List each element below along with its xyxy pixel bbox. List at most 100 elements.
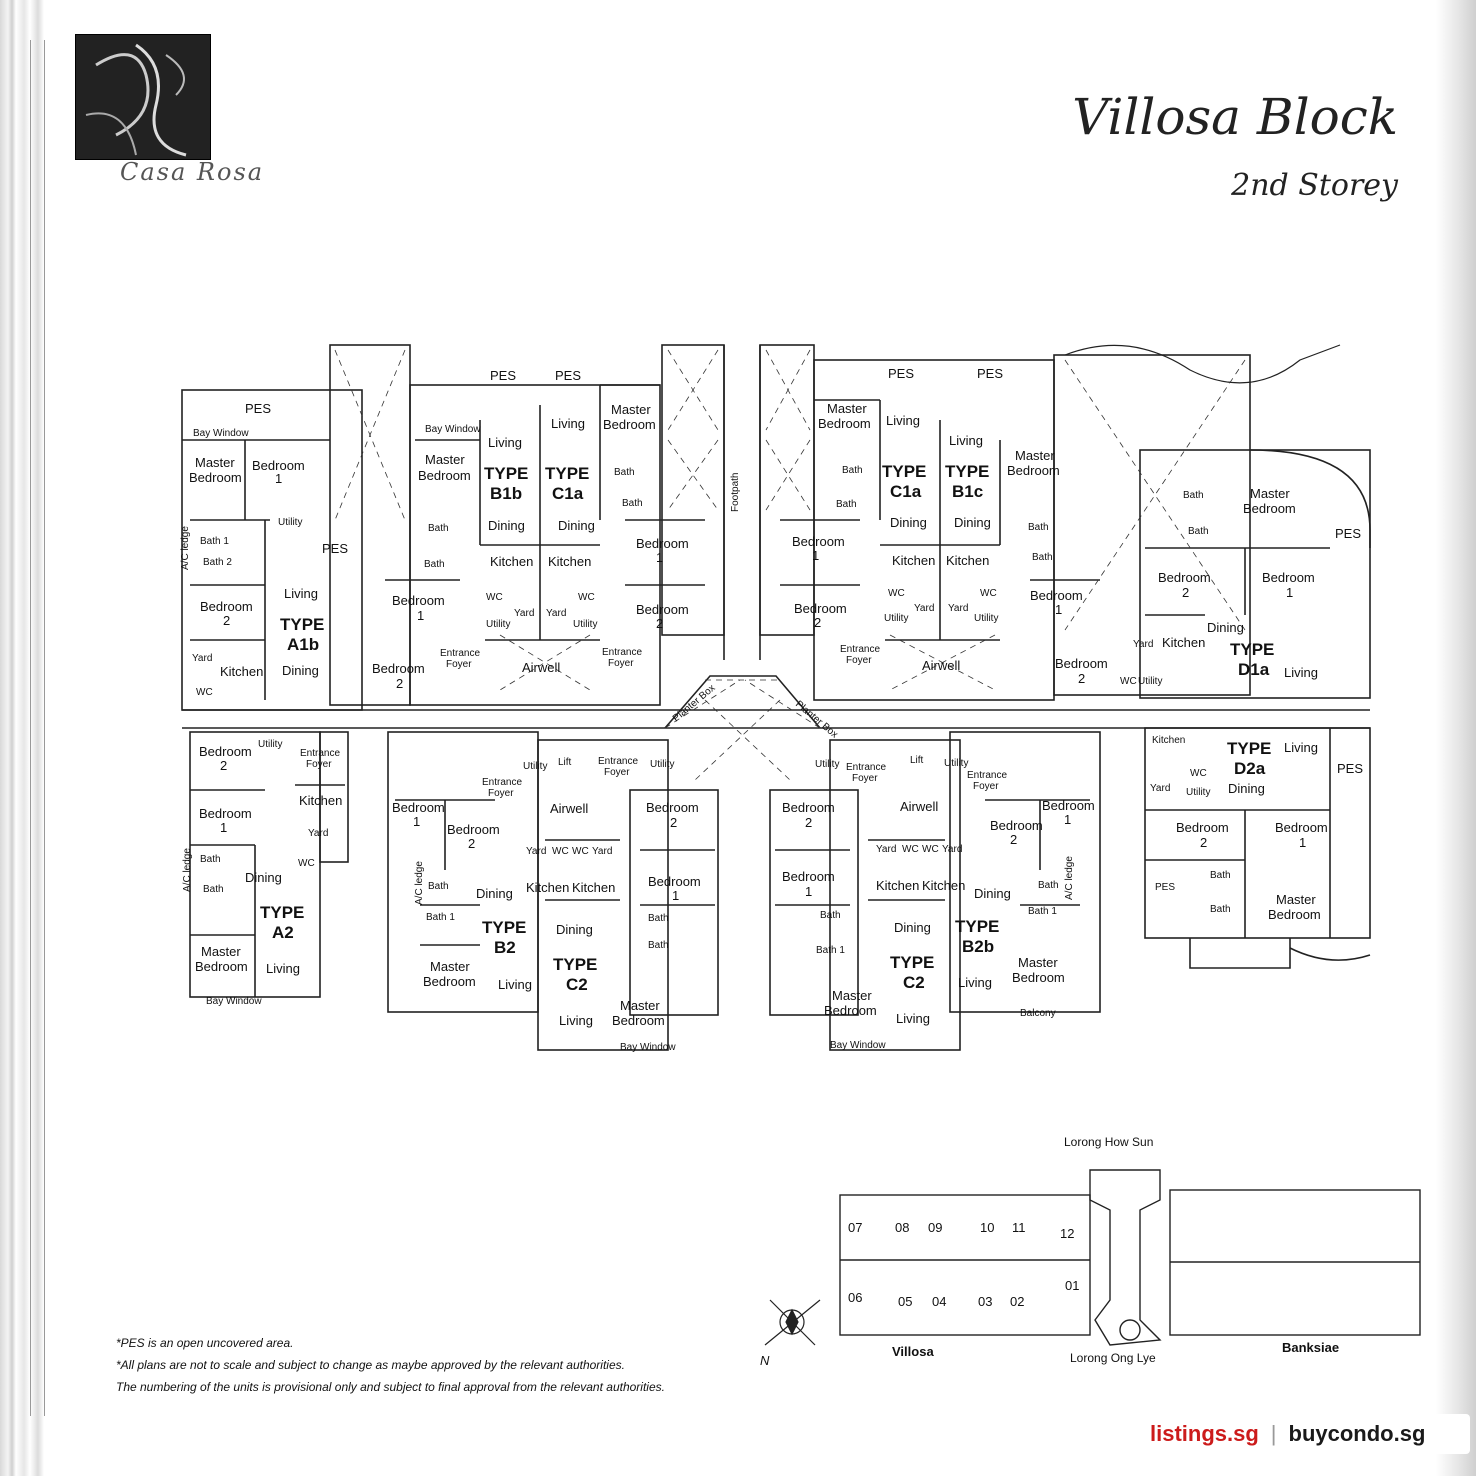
entrance-label: Entrance bbox=[300, 748, 340, 759]
wc-label: WC bbox=[298, 858, 315, 869]
road-bottom-label: Lorong Ong Lye bbox=[1070, 1351, 1156, 1365]
pes-label: PES bbox=[555, 368, 581, 383]
dining-label: Dining bbox=[476, 886, 513, 901]
utility-label: Utility bbox=[884, 613, 908, 624]
number-label: 2 bbox=[1078, 671, 1085, 686]
bedroom-label: Bedroom bbox=[199, 806, 252, 821]
bedroom-label: Bedroom bbox=[195, 959, 248, 974]
number-label: 2 bbox=[220, 758, 227, 773]
type-label: TYPE bbox=[945, 462, 989, 481]
number-label: 2 bbox=[1200, 835, 1207, 850]
wc-label: WC bbox=[552, 846, 569, 857]
bedroom-label: Bedroom bbox=[1007, 463, 1060, 478]
bay-window-label: Bay Window bbox=[620, 1042, 676, 1053]
ac-ledge-label: A/C ledge bbox=[1064, 856, 1075, 900]
site-link-listings[interactable]: listings.sg bbox=[1150, 1421, 1259, 1446]
entrance-label: Entrance bbox=[840, 644, 880, 655]
yard-label: Yard bbox=[914, 603, 934, 614]
dining-label: Dining bbox=[282, 663, 319, 678]
note-line: *All plans are not to scale and subject … bbox=[116, 1358, 625, 1372]
number-label: 2 bbox=[468, 836, 475, 851]
utility-label: Utility bbox=[523, 761, 547, 772]
yard-label: Yard bbox=[1133, 639, 1153, 650]
bath-label: Bath bbox=[1032, 552, 1053, 563]
type-label: TYPE bbox=[484, 464, 528, 483]
number-label: 1 bbox=[275, 471, 282, 486]
kitchen-label: Kitchen bbox=[299, 793, 342, 808]
foyer-label: Foyer bbox=[608, 658, 634, 669]
foyer-label: Foyer bbox=[846, 655, 872, 666]
dining-label: Dining bbox=[245, 870, 282, 885]
block-banksiae-label: Banksiae bbox=[1282, 1340, 1339, 1355]
number-label: 1 bbox=[1064, 812, 1071, 827]
airwell-label: Airwell bbox=[900, 799, 938, 814]
entrance-label: Entrance bbox=[602, 647, 642, 658]
footer-separator: | bbox=[1270, 1421, 1277, 1446]
bath-label: Bath bbox=[614, 467, 635, 478]
master-label: Master bbox=[430, 959, 470, 974]
utility-label: Utility bbox=[486, 619, 510, 630]
master-label: Master bbox=[1250, 486, 1290, 501]
site-link-buycondo[interactable]: buycondo.sg bbox=[1288, 1421, 1426, 1446]
type-code: B1c bbox=[952, 482, 983, 501]
dining-label: Dining bbox=[556, 922, 593, 937]
airwell-label: Airwell bbox=[522, 660, 560, 675]
master-label: Master bbox=[425, 452, 465, 467]
type-code: B2b bbox=[962, 937, 994, 956]
bath-label: Bath bbox=[428, 881, 449, 892]
type-code: B2 bbox=[494, 938, 516, 957]
number-label: 2 bbox=[656, 616, 663, 631]
bedroom-label: Bedroom bbox=[1268, 907, 1321, 922]
bay-window-label: Bay Window bbox=[193, 428, 249, 439]
yard-label: Yard bbox=[192, 653, 212, 664]
casa-rosa-logo bbox=[75, 34, 211, 160]
bath-label: Bath bbox=[1188, 526, 1209, 537]
bedroom-label: Bedroom bbox=[612, 1013, 665, 1028]
living-label: Living bbox=[498, 977, 532, 992]
utility-label: Utility bbox=[573, 619, 597, 630]
unit-number: 04 bbox=[932, 1294, 946, 1309]
dining-label: Dining bbox=[558, 518, 595, 533]
planter-box-label: Planter Box bbox=[671, 683, 718, 725]
entrance-label: Entrance bbox=[967, 770, 1007, 781]
watermark-footer: listings.sg | buycondo.sg bbox=[1140, 1414, 1470, 1454]
utility-label: Utility bbox=[1138, 676, 1162, 687]
bedroom-label: Bedroom bbox=[199, 744, 252, 759]
bedroom-label: Bedroom bbox=[782, 800, 835, 815]
plan-walls bbox=[181, 344, 1371, 1051]
pes-label: PES bbox=[1337, 761, 1363, 776]
pes-label: PES bbox=[977, 366, 1003, 381]
dining-label: Dining bbox=[1207, 620, 1244, 635]
foyer-label: Foyer bbox=[973, 781, 999, 792]
bath-label: Bath bbox=[1210, 904, 1231, 915]
kitchen-label: Kitchen bbox=[892, 553, 935, 568]
number-label: 1 bbox=[656, 550, 663, 565]
master-label: Master bbox=[1015, 448, 1055, 463]
bedroom-label: Bedroom bbox=[372, 661, 425, 676]
yard-label: Yard bbox=[526, 846, 546, 857]
airwell-label: Airwell bbox=[922, 658, 960, 673]
type-label: TYPE bbox=[260, 903, 304, 922]
master-label: Master bbox=[832, 988, 872, 1003]
yard-label: Yard bbox=[948, 603, 968, 614]
pes-label: PES bbox=[322, 541, 348, 556]
kitchen-label: Kitchen bbox=[490, 554, 533, 569]
living-label: Living bbox=[958, 975, 992, 990]
pes-label: PES bbox=[888, 366, 914, 381]
yard-label: Yard bbox=[546, 608, 566, 619]
bedroom-label: Bedroom bbox=[423, 974, 476, 989]
bedroom-label: Bedroom bbox=[818, 416, 871, 431]
dining-label: Dining bbox=[954, 515, 991, 530]
wc-label: WC bbox=[922, 844, 939, 855]
wc-label: WC bbox=[572, 846, 589, 857]
rose-logo-icon bbox=[85, 43, 187, 157]
kitchen-label: Kitchen bbox=[548, 554, 591, 569]
utility-label: Utility bbox=[258, 739, 282, 750]
unit-number: 11 bbox=[1012, 1220, 1026, 1235]
bath1-label: Bath 1 bbox=[816, 945, 845, 956]
bath-label: Bath bbox=[820, 910, 841, 921]
lift-label: Lift bbox=[558, 757, 572, 768]
bedroom-label: Bedroom bbox=[636, 536, 689, 551]
bedroom-label: Bedroom bbox=[252, 458, 305, 473]
site-outline bbox=[839, 1169, 1421, 1346]
